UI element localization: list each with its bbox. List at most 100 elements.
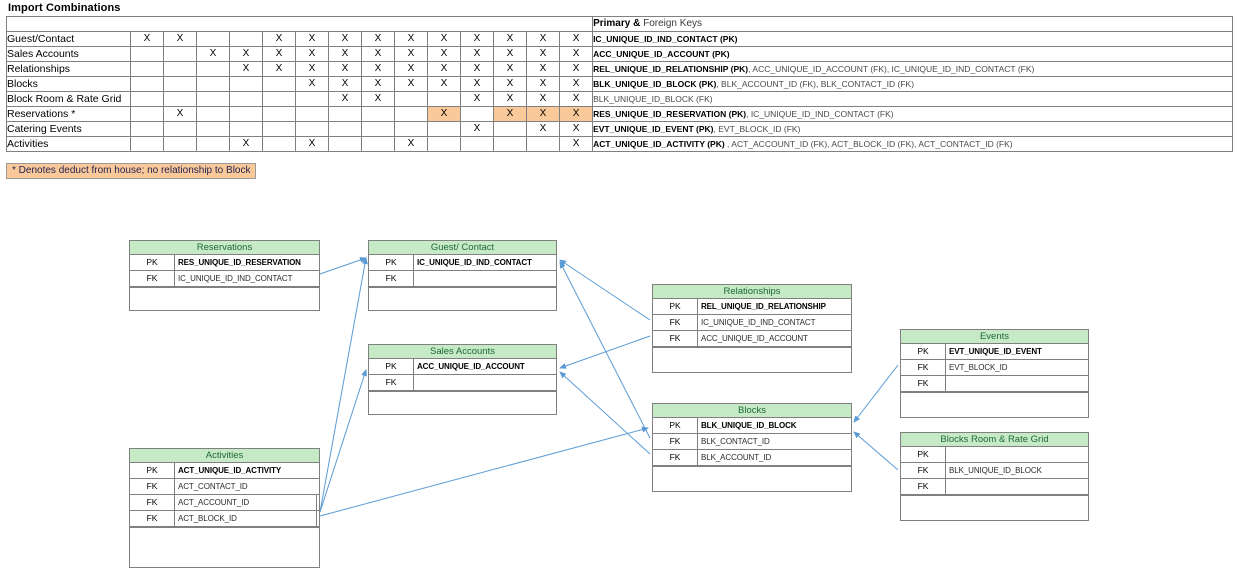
page-title: Import Combinations [8, 2, 121, 14]
entity-attribute-name [414, 271, 556, 286]
entity-attribute-name: BLK_CONTACT_ID [701, 437, 770, 446]
fk-marker: FK [130, 271, 175, 286]
entity-attribute-extra-cell [317, 511, 319, 526]
connector-activities-to-blocks [319, 426, 649, 517]
pk-marker: PK [653, 418, 698, 433]
primary-key-text: REL_UNIQUE_ID_RELATIONSHIP (PK) [593, 64, 749, 74]
keys-header-bold: Primary & [593, 18, 641, 29]
entity-attribute-row: FK [901, 479, 1088, 495]
entity-attribute-name [414, 375, 556, 390]
connector-activities-to-sales [319, 369, 368, 513]
entity-attribute-name: IC_UNIQUE_ID_IND_CONTACT [701, 318, 816, 327]
entity-title-activities: Activities [130, 449, 319, 463]
connector-reservations-to-guest [319, 257, 367, 275]
entity-attribute-name [946, 376, 1088, 391]
entity-attribute-row: FK [369, 375, 556, 391]
matrix-row-label: Reservations * [6, 106, 131, 122]
fk-marker: FK [901, 479, 946, 494]
primary-key-text: EVT_UNIQUE_ID_EVENT (PK) [593, 124, 714, 134]
foreign-key-text: , EVT_BLOCK_ID (FK) [713, 124, 801, 134]
entity-title-blocks: Blocks [653, 404, 851, 418]
entity-attribute-name: ACT_ACCOUNT_ID [175, 495, 317, 510]
pk-marker: PK [653, 299, 698, 314]
pk-marker: PK [369, 255, 414, 270]
connector-activities-to-guest [319, 257, 368, 513]
connector-blocks-to-guest [559, 261, 651, 439]
fk-marker: FK [369, 375, 414, 390]
entity-attribute-name: REL_UNIQUE_ID_RELATIONSHIP [701, 302, 826, 311]
fk-marker: FK [901, 463, 946, 478]
pk-marker: PK [901, 344, 946, 359]
primary-key-text: ACT_UNIQUE_ID_ACTIVITY (PK) [593, 139, 725, 149]
matrix-cell: X [427, 106, 461, 122]
connector-relationships-to-sales [559, 335, 651, 369]
matrix-cell: X [558, 106, 594, 122]
entity-title-reservations: Reservations [130, 241, 319, 255]
matrix-row-label: Activities [6, 136, 131, 152]
entity-attribute-name: ACC_UNIQUE_ID_ACCOUNT [701, 334, 808, 343]
matrix-cell: X [558, 136, 594, 152]
entity-title-sales-accounts: Sales Accounts [369, 345, 556, 359]
fk-marker: FK [901, 376, 946, 391]
foreign-key-text: , ACC_UNIQUE_ID_ACCOUNT (FK), IC_UNIQUE_… [748, 64, 1035, 74]
entity-attribute-name: BLK_UNIQUE_ID_BLOCK [949, 466, 1042, 475]
entity-attribute-row: FK [901, 376, 1088, 392]
entity-attribute-name: ACC_UNIQUE_ID_ACCOUNT [417, 362, 525, 371]
entity-empty-footer [901, 392, 1088, 425]
entity-attribute-name: BLK_ACCOUNT_ID [701, 453, 772, 462]
connector-relationships-to-guest [559, 259, 651, 321]
entity-attribute-name: ACT_CONTACT_ID [178, 482, 248, 491]
entity-attribute-name: ACT_UNIQUE_ID_ACTIVITY [178, 466, 282, 475]
fk-marker: FK [369, 271, 414, 286]
entity-empty-footer [130, 287, 319, 318]
entity-empty-footer [369, 391, 556, 422]
legend-note: * Denotes deduct from house; no relation… [6, 163, 257, 179]
entity-attribute-row: FK [369, 271, 556, 287]
entity-empty-footer [369, 287, 556, 318]
entity-attribute-name: IC_UNIQUE_ID_IND_CONTACT [178, 274, 293, 283]
primary-key-text: ACC_UNIQUE_ID_ACCOUNT (PK) [593, 49, 730, 59]
connector-events-to-blocks [853, 364, 899, 423]
entity-title-relationships: Relationships [653, 285, 851, 299]
matrix-cell: X [229, 136, 263, 152]
entity-attribute-name: EVT_UNIQUE_ID_EVENT [949, 347, 1042, 356]
entity-attribute-name [946, 447, 1088, 462]
connector-grid-to-blocks [853, 431, 899, 471]
entity-attribute-name: EVT_BLOCK_ID [949, 363, 1008, 372]
matrix-row-label: Guest/Contact [6, 31, 131, 47]
entity-attribute-name: ACT_BLOCK_ID [175, 511, 317, 526]
foreign-key-text: , ACT_ACCOUNT_ID (FK), ACT_BLOCK_ID (FK)… [724, 139, 1013, 149]
fk-marker: FK [901, 360, 946, 375]
foreign-key-text: , BLK_ACCOUNT_ID (FK), BLK_CONTACT_ID (F… [716, 79, 915, 89]
entity-empty-footer [901, 495, 1088, 528]
fk-marker: FK [130, 479, 175, 494]
entity-empty-footer [653, 466, 851, 499]
connector-blocks-to-sales [559, 371, 651, 455]
